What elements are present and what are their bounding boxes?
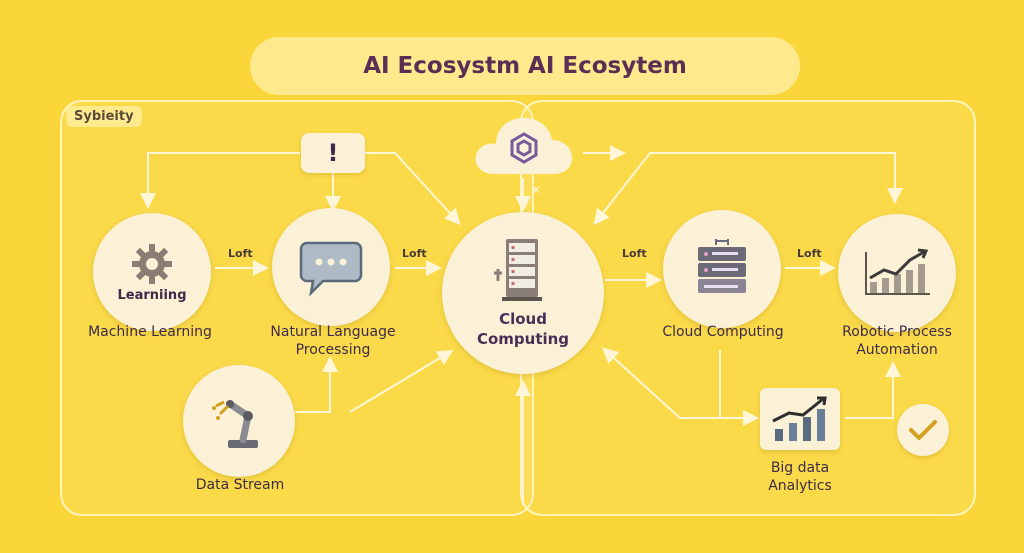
chat-bubble-icon [299, 241, 363, 297]
machine-learning-caption: Machine Learning [88, 324, 212, 340]
arrow-stream-hub [349, 349, 454, 413]
connector-label: Loft [402, 247, 427, 260]
arrow-right-to-hub [593, 152, 651, 226]
hub-label: Cloud Computing [476, 310, 570, 348]
nlp-node [272, 208, 390, 326]
check-icon [909, 420, 937, 440]
arrow-top-right [650, 152, 903, 204]
gear-icon [132, 243, 172, 284]
rpa-node [838, 214, 956, 332]
alert-box: ! [301, 133, 365, 173]
data-stream-node [183, 365, 295, 477]
arrow-top-to-hub [365, 152, 461, 225]
machine-learning-node: Learniing [93, 213, 211, 331]
cloud-computing-node [663, 210, 781, 328]
x-mark-icon: ✕ [531, 183, 542, 197]
nlp-caption: Natural Language Processing [270, 324, 396, 358]
diagram-title: AI Ecosystm AI Ecosytem [250, 37, 800, 95]
connector-label: Loft [622, 247, 647, 260]
bar-chart-icon [772, 396, 827, 441]
arrow-top-left [140, 152, 300, 209]
arrow-bigdata-hub [602, 347, 758, 419]
alert-icon: ! [327, 139, 339, 167]
cloud-computing-caption: Cloud Computing [662, 324, 784, 340]
data-stream-caption: Data Stream [195, 477, 285, 493]
big-data-caption: Big data Analytics [768, 460, 832, 494]
cloud-computing-hub: Cloud Computing [442, 212, 604, 374]
cloud-icon [472, 112, 576, 184]
connector-label: Loft [797, 247, 822, 260]
rpa-caption: Robotic Process Automation [842, 324, 952, 358]
panel-tag: Sybieity [66, 106, 142, 127]
check-badge [897, 404, 949, 456]
ml-inner-label: Learniing [117, 287, 187, 303]
arrow-cloud-bigdata [719, 350, 759, 426]
robot-arm-icon [212, 400, 258, 448]
arrow-bigdata-rpa [845, 361, 901, 419]
arrow-stream-nlp [295, 356, 338, 413]
bar-chart-icon [865, 248, 930, 295]
big-data-card [760, 388, 840, 450]
connector-label: Loft [228, 247, 253, 260]
server-icon [494, 239, 542, 301]
server-icon [698, 239, 746, 293]
